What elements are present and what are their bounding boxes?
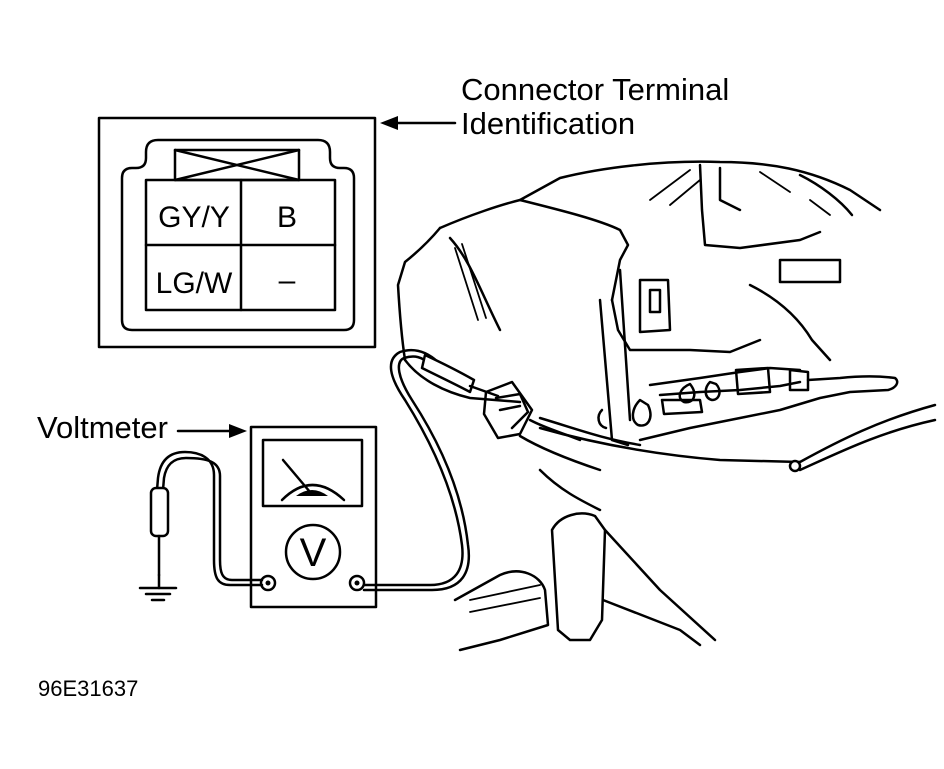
voltmeter-dial-window (261, 438, 364, 508)
positive-test-lead (362, 348, 500, 592)
voltmeter-symbol: V (300, 531, 327, 575)
voltmeter-needle (281, 458, 312, 494)
terminal-gy-y-label: GY/Y (158, 201, 230, 234)
connector-callout-line2: Identification (461, 106, 635, 141)
connector-body (120, 138, 356, 332)
inset-frame (97, 116, 377, 349)
voltmeter-scale-arc (280, 483, 346, 502)
terminal-b-label: B (277, 201, 297, 234)
latch-cross (173, 148, 301, 182)
connector-callout-line1: Connector Terminal (461, 72, 729, 107)
voltmeter: V (249, 425, 378, 609)
connector-callout-arrow (380, 116, 457, 130)
vehicle-illustration (396, 160, 937, 652)
terminal-empty-label: – (279, 264, 296, 297)
connector-inset: GY/Y B LG/W – (97, 116, 377, 349)
figure-id: 96E31637 (38, 676, 138, 701)
voltmeter-v-dial (284, 523, 342, 581)
back-probe-tip (420, 353, 476, 394)
terminal-lg-w-label: LG/W (156, 267, 233, 300)
ground-symbol (138, 586, 178, 602)
ground-probe-handle (149, 486, 170, 538)
voltmeter-callout-arrow (176, 424, 247, 438)
vehicle-harness-connector (482, 380, 642, 472)
ground-test-lead (138, 450, 264, 602)
voltmeter-label: Voltmeter (37, 410, 168, 445)
